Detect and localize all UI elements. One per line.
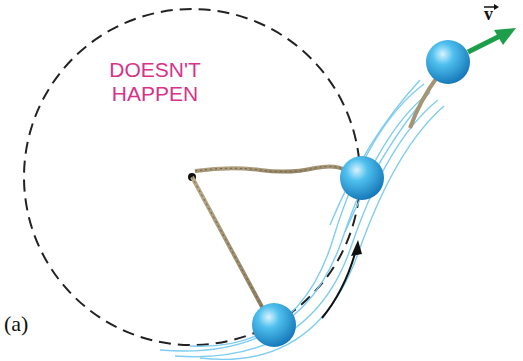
arrowhead (351, 240, 362, 256)
ball (252, 303, 296, 347)
vector-overarrow-head (494, 4, 499, 10)
string (192, 177, 268, 318)
trailing-string (410, 76, 438, 128)
circular-path (24, 9, 360, 345)
velocity-arrowhead (494, 28, 516, 45)
ball (340, 156, 384, 200)
vector-label: v (484, 5, 493, 25)
string-texture (192, 177, 268, 318)
ball (426, 40, 470, 84)
string-texture (195, 166, 345, 171)
annotation-text: DOESN'T HAPPEN (80, 58, 230, 106)
motion-arrow (322, 250, 356, 318)
slack-string (195, 166, 345, 171)
panel-label: (a) (4, 312, 28, 336)
velocity-vector (468, 36, 500, 52)
motion-lines (160, 80, 444, 359)
